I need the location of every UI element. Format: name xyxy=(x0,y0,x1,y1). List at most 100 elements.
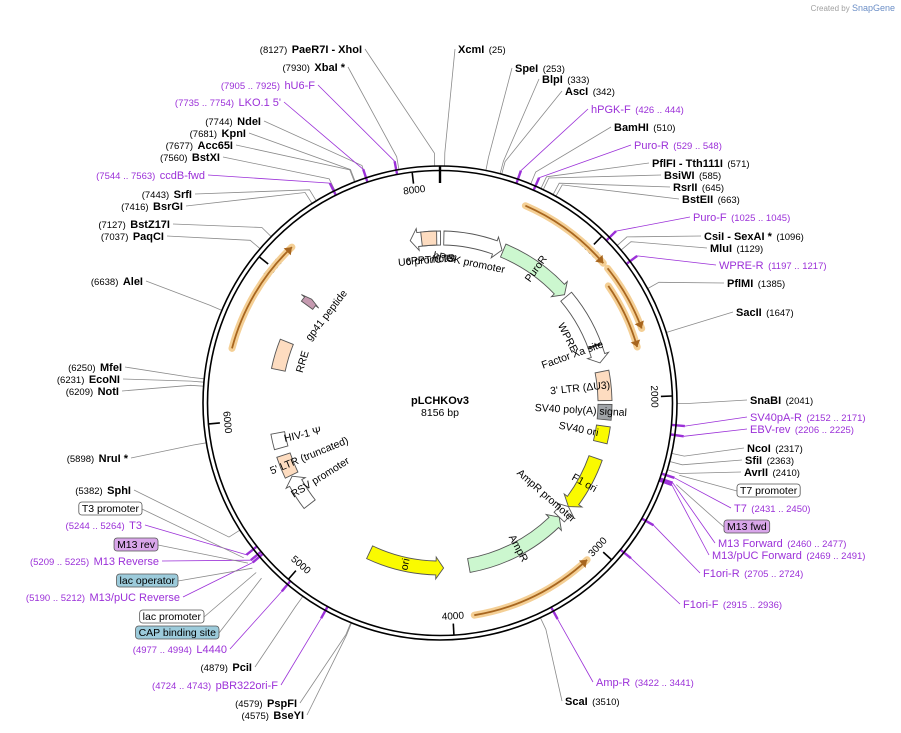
restriction-site-label[interactable]: ScaI (3510) xyxy=(565,692,620,709)
restriction-site-label[interactable]: NcoI (2317) xyxy=(747,439,803,456)
primer-label[interactable]: EBV-rev (2206 .. 2225) xyxy=(750,420,854,437)
site-position: (7677) xyxy=(166,141,193,152)
restriction-site-label[interactable]: BstEII (663) xyxy=(682,190,740,207)
restriction-site-label[interactable]: (5382) SphI xyxy=(75,481,131,498)
restriction-site-label[interactable]: AscI (342) xyxy=(565,82,615,99)
site-leader-line xyxy=(671,447,745,457)
restriction-site-label[interactable]: (7416) BsrGI xyxy=(121,197,183,214)
boxed-feature-label[interactable]: M13 rev xyxy=(113,537,159,552)
restriction-site-label[interactable]: (6638) AleI xyxy=(91,272,143,289)
site-name: NruI * xyxy=(99,453,129,465)
primer-label[interactable]: T7 (2431 .. 2450) xyxy=(734,499,810,516)
primer-leader-line xyxy=(672,482,716,544)
feature-3[interactable]: PuroR xyxy=(499,243,569,298)
primer-label[interactable]: Puro-F (1025 .. 1045) xyxy=(693,208,790,225)
boxed-label-leader xyxy=(218,577,262,634)
restriction-site-label[interactable]: (7560) BstXI xyxy=(160,148,220,165)
primer-label[interactable]: (5209 .. 5225) M13 Reverse xyxy=(30,552,159,569)
feature-11[interactable]: ori xyxy=(366,545,445,581)
tick-mark xyxy=(259,256,269,265)
primer-label[interactable]: F1ori-F (2915 .. 2936) xyxy=(683,595,782,612)
restriction-site-label[interactable]: (7681) KpnI xyxy=(190,124,246,141)
restriction-site-label[interactable]: (6231) EcoNI xyxy=(57,370,120,387)
site-name: MfeI xyxy=(100,362,122,374)
primer-mark xyxy=(671,423,686,428)
primer-position: (7905 .. 7925) xyxy=(221,81,280,92)
primer-label[interactable]: (4977 .. 4994) L4440 xyxy=(133,640,227,657)
restriction-site-label[interactable]: PflFI - Tth111I (571) xyxy=(652,154,750,171)
restriction-site-label[interactable]: SpeI (253) xyxy=(515,59,565,76)
restriction-site-label[interactable]: (5898) NruI * xyxy=(67,449,129,466)
feature-7[interactable]: SV40 ori xyxy=(558,420,611,445)
primer-label[interactable]: (7735 .. 7754) LKO.1 5' xyxy=(175,93,281,110)
feature-5[interactable]: 3' LTR (ΔU3) xyxy=(550,369,613,402)
feature-2[interactable]: hPGK promoter xyxy=(432,230,506,276)
restriction-site-label[interactable]: RsrII (645) xyxy=(673,178,724,195)
restriction-site-label[interactable]: (7677) Acc65I xyxy=(166,136,233,153)
restriction-site-label[interactable]: SnaBI (2041) xyxy=(750,391,813,408)
restriction-site-label[interactable]: SacII (1647) xyxy=(736,303,794,320)
feature-16[interactable]: gp41 peptide xyxy=(300,288,350,344)
primer-mark xyxy=(620,549,632,560)
restriction-site-label[interactable]: BsiWI (585) xyxy=(664,166,721,183)
primer-label[interactable]: F1ori-R (2705 .. 2724) xyxy=(703,564,803,581)
site-name: AvrII xyxy=(744,467,768,479)
primer-leader-line xyxy=(520,108,589,171)
feature-10[interactable]: AmpR xyxy=(467,513,563,573)
restriction-site-label[interactable]: SfiI (2363) xyxy=(745,451,794,468)
restriction-site-label[interactable]: CsiI - SexAI * (1096) xyxy=(704,227,804,244)
primer-label[interactable]: (7544 .. 7563) ccdB-fwd xyxy=(96,166,205,183)
site-name: PspFI xyxy=(267,698,297,710)
boxed-feature-label[interactable]: T3 promoter xyxy=(78,501,143,516)
restriction-site-label[interactable]: (7037) PaqCI xyxy=(101,227,164,244)
site-leader-line xyxy=(306,622,352,716)
feature-6[interactable]: SV40 poly(A) signal xyxy=(534,402,627,421)
restriction-site-label[interactable]: (6209) NotI xyxy=(66,382,119,399)
feature-8[interactable]: F1 ori xyxy=(563,455,603,508)
primer-label[interactable]: WPRE-R (1197 .. 1217) xyxy=(719,256,827,273)
primer-mark xyxy=(660,477,674,484)
boxed-feature-label[interactable]: CAP binding site xyxy=(135,625,220,640)
restriction-site-label[interactable]: PflMI (1385) xyxy=(727,274,785,291)
feature-1[interactable]: cPPT/CTS xyxy=(405,230,456,268)
feature-15[interactable]: RRE xyxy=(270,338,312,374)
restriction-site-label[interactable]: (4579) PspFI xyxy=(235,694,297,711)
restriction-site-label[interactable]: (7127) BstZ17I xyxy=(98,215,170,232)
primer-label[interactable]: (5190 .. 5212) M13/pUC Reverse xyxy=(26,588,180,605)
restriction-site-label[interactable]: XcmI (25) xyxy=(458,40,506,57)
feature-shape xyxy=(467,513,563,573)
boxed-feature-label[interactable]: lac operator xyxy=(116,573,179,588)
restriction-site-label[interactable]: (7443) SrfI xyxy=(142,185,192,202)
site-leader-line xyxy=(254,596,304,668)
restriction-site-label[interactable]: MluI (1129) xyxy=(710,239,763,256)
primer-label[interactable]: M13 Forward (2460 .. 2477) xyxy=(718,534,846,551)
primer-label[interactable]: (7905 .. 7925) hU6-F xyxy=(221,76,315,93)
restriction-site-label[interactable]: (4879) PciI xyxy=(201,658,253,675)
primer-label[interactable]: M13/pUC Forward (2469 .. 2491) xyxy=(712,546,865,563)
primer-label[interactable]: (5244 .. 5264) T3 xyxy=(66,516,142,533)
site-name: PflMI xyxy=(727,278,753,290)
restriction-site-label[interactable]: BlpI (333) xyxy=(542,70,589,87)
restriction-site-label[interactable]: (4575) BseYI xyxy=(242,706,305,723)
restriction-site-label[interactable]: AvrII (2410) xyxy=(744,463,800,480)
site-leader-line xyxy=(444,48,456,167)
primer-label[interactable]: (4724 .. 4743) pBR322ori-F xyxy=(152,676,278,693)
primer-name: M13/pUC Forward xyxy=(712,550,802,562)
restriction-site-label[interactable]: (7930) XbaI * xyxy=(283,58,346,75)
primer-label[interactable]: Amp-R (3422 .. 3441) xyxy=(596,673,694,690)
tick-mark xyxy=(593,235,603,245)
restriction-site-label[interactable]: (6250) MfeI xyxy=(68,358,122,375)
site-name: BsiWI xyxy=(664,170,695,182)
feature-14[interactable]: HIV-1 Ψ xyxy=(270,425,323,451)
primer-label[interactable]: hPGK-F (426 .. 444) xyxy=(591,100,684,117)
restriction-site-label[interactable]: (8127) PaeR7I - XhoI xyxy=(260,40,362,57)
primer-label[interactable]: Puro-R (529 .. 548) xyxy=(634,136,722,153)
restriction-site-label[interactable]: BamHI (510) xyxy=(614,118,675,135)
boxed-feature-label[interactable]: lac promoter xyxy=(139,609,205,624)
boxed-label-leader xyxy=(141,508,244,559)
primer-label[interactable]: SV40pA-R (2152 .. 2171) xyxy=(750,408,866,425)
boxed-feature-label[interactable]: T7 promoter xyxy=(736,483,801,498)
restriction-site-label[interactable]: (7744) NdeI xyxy=(205,112,261,129)
primer-mark xyxy=(550,607,559,620)
boxed-feature-label[interactable]: M13 fwd xyxy=(723,519,771,534)
